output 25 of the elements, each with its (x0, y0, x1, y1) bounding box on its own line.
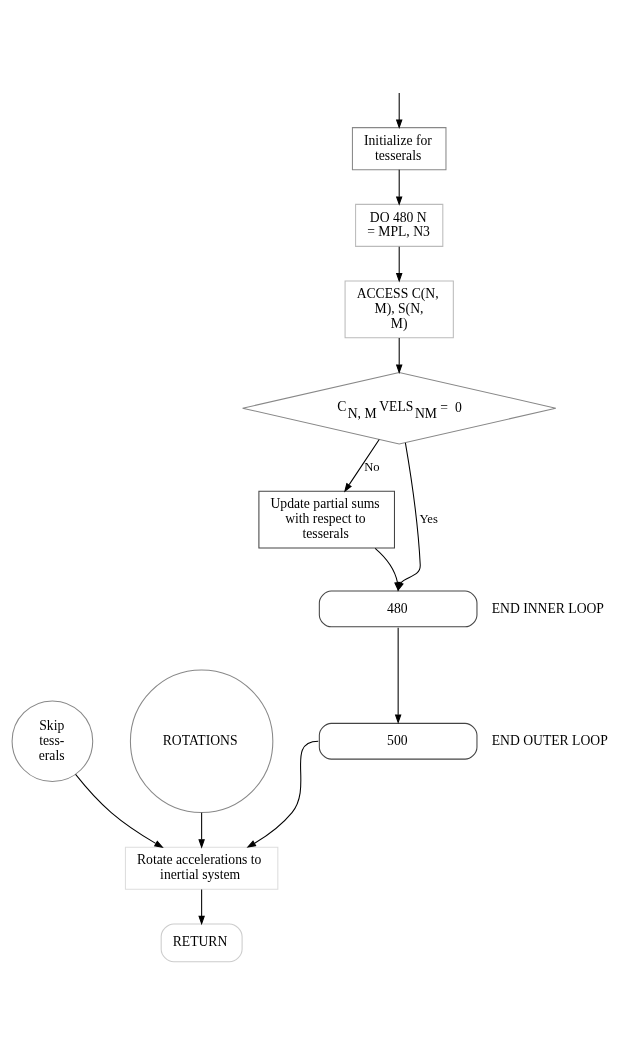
arrow (395, 337, 403, 374)
arrow (395, 246, 403, 283)
node-box: RETURN (160, 923, 243, 963)
arrow (395, 92, 403, 129)
node-circle: ROTATIONS (129, 669, 274, 813)
edge-label: No (364, 459, 380, 474)
node-box: 480 (318, 590, 478, 628)
arrow (344, 438, 380, 493)
node-box: ACCESS C(N, M), S(N, M) (344, 280, 454, 339)
edge-label: Yes (419, 511, 438, 526)
arrow (75, 773, 164, 849)
arrow (198, 889, 205, 926)
arrow (395, 169, 403, 206)
node-circle: Skip tess- erals (11, 700, 94, 783)
arrow (246, 740, 319, 848)
arrow (198, 812, 205, 849)
node-box: Update partial sums with respect to tesserals (258, 490, 395, 549)
node-box: 500 (318, 722, 478, 760)
node-box: DO 480 N = MPL, N3 (355, 203, 444, 247)
arrow (394, 627, 402, 724)
node-box: Initialize for tesserals (351, 127, 447, 171)
arrow (374, 547, 401, 592)
node-label: END OUTER LOOP (491, 732, 608, 748)
node-label: END INNER LOOP (491, 600, 604, 616)
node-box: Rotate accelerations to inertial system (124, 846, 279, 890)
